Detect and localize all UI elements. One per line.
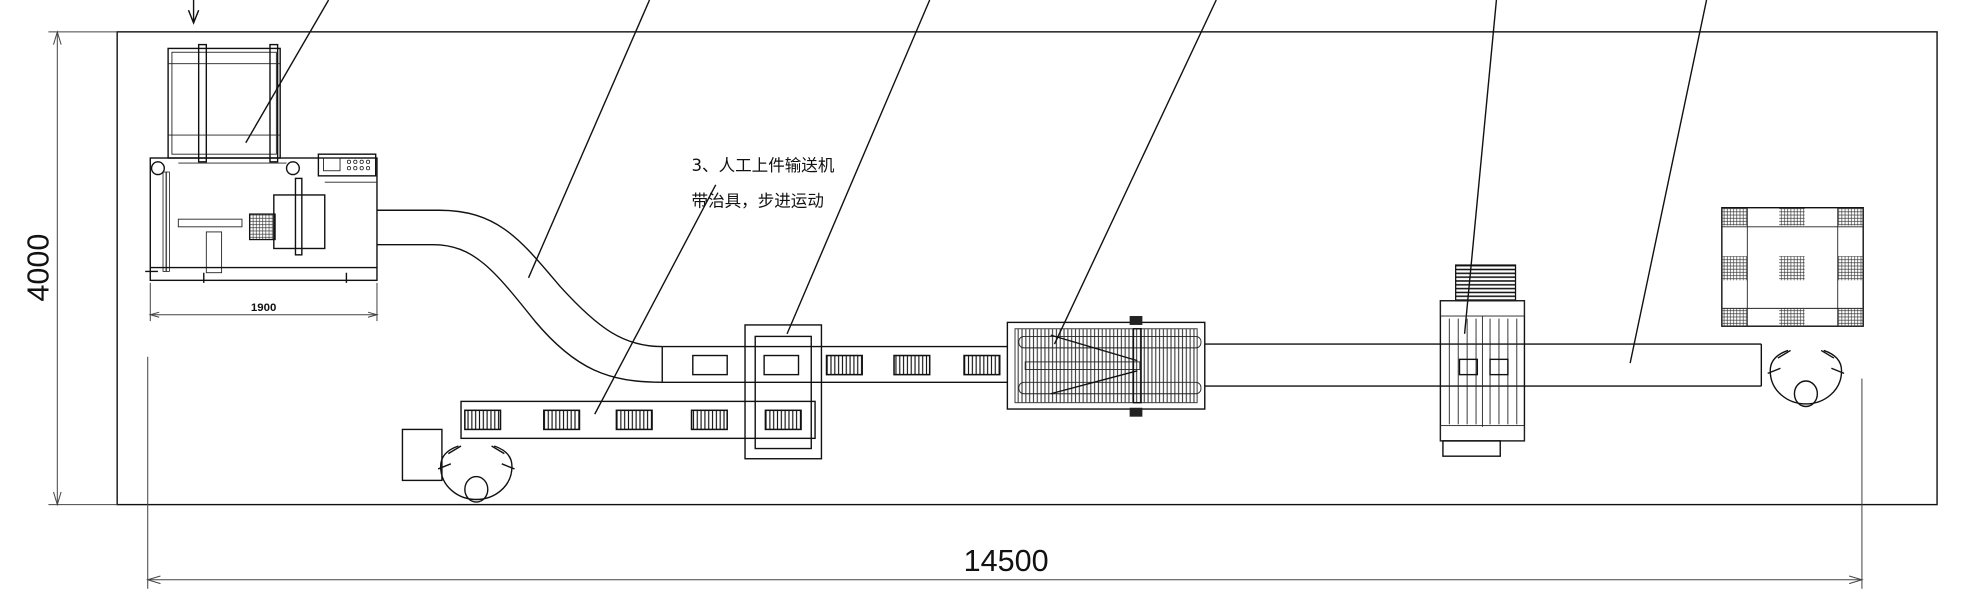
control-panel	[317, 153, 377, 177]
annotation-line-2: 带治具，步进运动	[692, 191, 824, 210]
width-dimension-label: 14500	[964, 544, 1049, 578]
fixture	[690, 409, 728, 431]
annotation-line-1: 3、人工上件输送机	[692, 156, 835, 175]
leader-lines	[245, 0, 1708, 415]
floor-boundary	[116, 31, 1938, 506]
height-dimension-label: 4000	[21, 234, 55, 302]
operator-icon	[437, 445, 515, 503]
parts-bin	[401, 428, 443, 482]
curved-conveyor	[376, 209, 663, 383]
fixture	[464, 409, 502, 431]
width-dimension: 14500	[145, 356, 1864, 589]
workpiece	[692, 354, 728, 376]
manual-loading-conveyor	[460, 400, 816, 440]
finished-goods-pallet	[1721, 207, 1864, 327]
fixture	[543, 409, 581, 431]
fixture	[825, 354, 863, 376]
operator-icon	[1767, 349, 1845, 408]
processing-machine-2	[1006, 316, 1206, 417]
loading-machine: 1900	[145, 43, 379, 322]
machine-width-label: 1900	[251, 302, 276, 314]
height-dimension: 4000	[21, 30, 118, 507]
fixture	[893, 354, 931, 376]
outfeed-conveyor	[1204, 343, 1763, 387]
fixture	[963, 354, 1001, 376]
fixture	[615, 409, 653, 431]
workpiece	[763, 354, 800, 376]
main-conveyor	[661, 345, 1008, 383]
processing-machine-3	[1439, 264, 1526, 457]
arrow-down-icon	[187, 0, 200, 25]
fixture	[764, 409, 802, 431]
transfer-station	[744, 324, 823, 460]
